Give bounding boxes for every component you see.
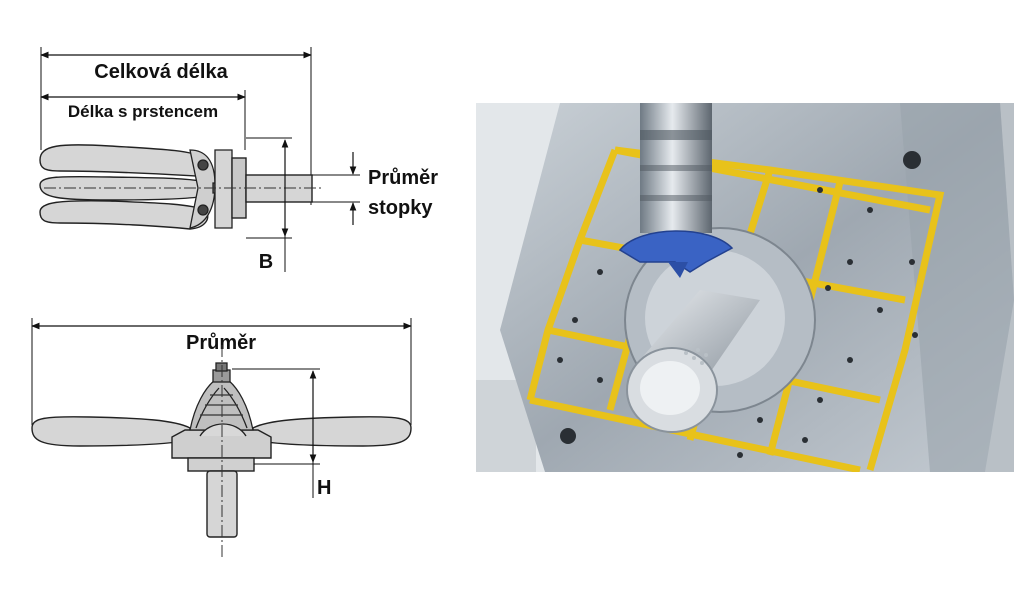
brush-arms-side: [31, 416, 412, 447]
ring-b-label: B: [259, 251, 273, 273]
top-view-drawing: Celková délka Délka s prstencem B: [39, 47, 438, 273]
clamp-area-top: [189, 149, 233, 229]
machining-photo: [476, 103, 1014, 472]
side-view-drawing: Průměr H: [31, 318, 412, 560]
shank-side: [187, 457, 255, 472]
plate-holes: [557, 151, 921, 458]
workpiece-cylinder: [624, 227, 816, 433]
height-label: H: [317, 477, 331, 499]
blue-brush-tool: [618, 230, 734, 273]
hub-side: [171, 429, 272, 459]
overall-length-label: Celková délka: [94, 61, 228, 83]
brush-body-top: [39, 144, 211, 230]
shank-diameter-label-line2: stopky: [368, 197, 433, 219]
machine-spindle: [640, 103, 712, 250]
shank-diameter-label-line1: Průměr: [368, 167, 438, 189]
diameter-label: Průměr: [186, 332, 256, 354]
length-with-ring-label: Délka s prstencem: [68, 102, 218, 121]
